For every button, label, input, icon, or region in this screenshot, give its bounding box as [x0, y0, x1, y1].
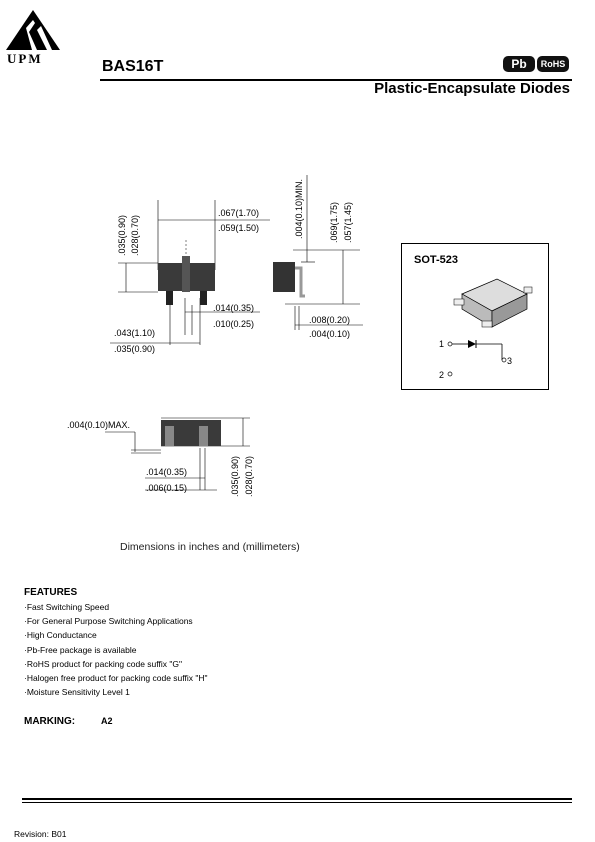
marking-label: MARKING: [24, 716, 76, 727]
dim-bottom-w-min: .006(0.15) [146, 483, 188, 493]
dim-lead-w-max: .014(0.35) [213, 303, 255, 313]
dim-lead-w-min: .010(0.25) [213, 319, 255, 329]
footer-rule-top [22, 798, 572, 800]
dim-standoff-max: .004(0.10)MAX. [67, 420, 131, 430]
features-title: FEATURES [24, 587, 78, 598]
logo-mark-icon [6, 10, 60, 50]
dimensions-caption: Dimensions in inches and (millimeters) [120, 541, 300, 553]
diode-symbol-icon [447, 340, 507, 377]
dim-pitch-max: .043(1.10) [114, 328, 156, 338]
package-title: SOT-523 [414, 254, 459, 266]
marking-value: A2 [101, 716, 113, 726]
logo-text: UPM [7, 51, 43, 66]
dim-top-width-min: .059(1.50) [218, 223, 260, 233]
pin1-label: 1 [439, 339, 445, 349]
features-list: ·Fast Switching Speed ·For General Purpo… [24, 600, 424, 699]
dim-bottom-w-max: .014(0.35) [146, 467, 188, 477]
rohs-badge: RoHS [537, 56, 569, 72]
header-rule [100, 79, 572, 81]
dim-thick-max: .008(0.20) [309, 315, 351, 325]
feature-item: ·RoHS product for packing code suffix "G… [24, 658, 183, 669]
features-section: FEATURES ·Fast Switching Speed ·For Gene… [24, 587, 424, 699]
package-box: SOT-523 1 3 2 [401, 243, 549, 390]
end-view-drawing [105, 417, 250, 491]
feature-item: ·For General Purpose Switching Applicati… [24, 616, 193, 627]
feature-item: ·Moisture Sensitivity Level 1 [24, 687, 130, 698]
dim-pitch-min: .035(0.90) [114, 344, 156, 354]
revision-label: Revision: B01 [14, 829, 67, 839]
rohs-badge-label: RoHS [540, 59, 566, 69]
part-number: BAS16T [102, 58, 164, 75]
dim-lead-len-max: .035(0.90) [117, 214, 127, 256]
pin2-label: 2 [439, 370, 445, 380]
feature-item: ·Halogen free product for packing code s… [24, 673, 208, 684]
footer-rule-bottom [22, 802, 572, 803]
dim-thick-min: .004(0.10) [309, 329, 351, 339]
feature-item: ·Pb-Free package is available [24, 644, 137, 655]
dim-height-min: .057(1.45) [343, 201, 353, 243]
side-view-drawing [273, 175, 363, 330]
dim-lead-len-min: .028(0.70) [130, 214, 140, 256]
upm-logo: UPM [4, 8, 62, 66]
dim-top-width-max: .067(1.70) [218, 208, 260, 218]
pb-badge-label: Pb [511, 57, 527, 71]
feature-item: ·High Conductance [24, 630, 97, 641]
page-subtitle: Plastic-Encapsulate Diodes [374, 80, 570, 97]
top-view-drawing [110, 200, 270, 345]
package-3d-icon [453, 278, 533, 328]
feature-item: ·Fast Switching Speed [24, 602, 110, 612]
pb-free-badge: Pb [503, 56, 535, 72]
pin3-label: 3 [507, 356, 513, 366]
dim-body-h-min: .028(0.70) [244, 455, 254, 497]
dim-body-h-max: .035(0.90) [230, 455, 240, 497]
dim-side-min: .004(0.10)MIN. [294, 178, 304, 239]
dim-height-max: .069(1.75) [329, 201, 339, 243]
